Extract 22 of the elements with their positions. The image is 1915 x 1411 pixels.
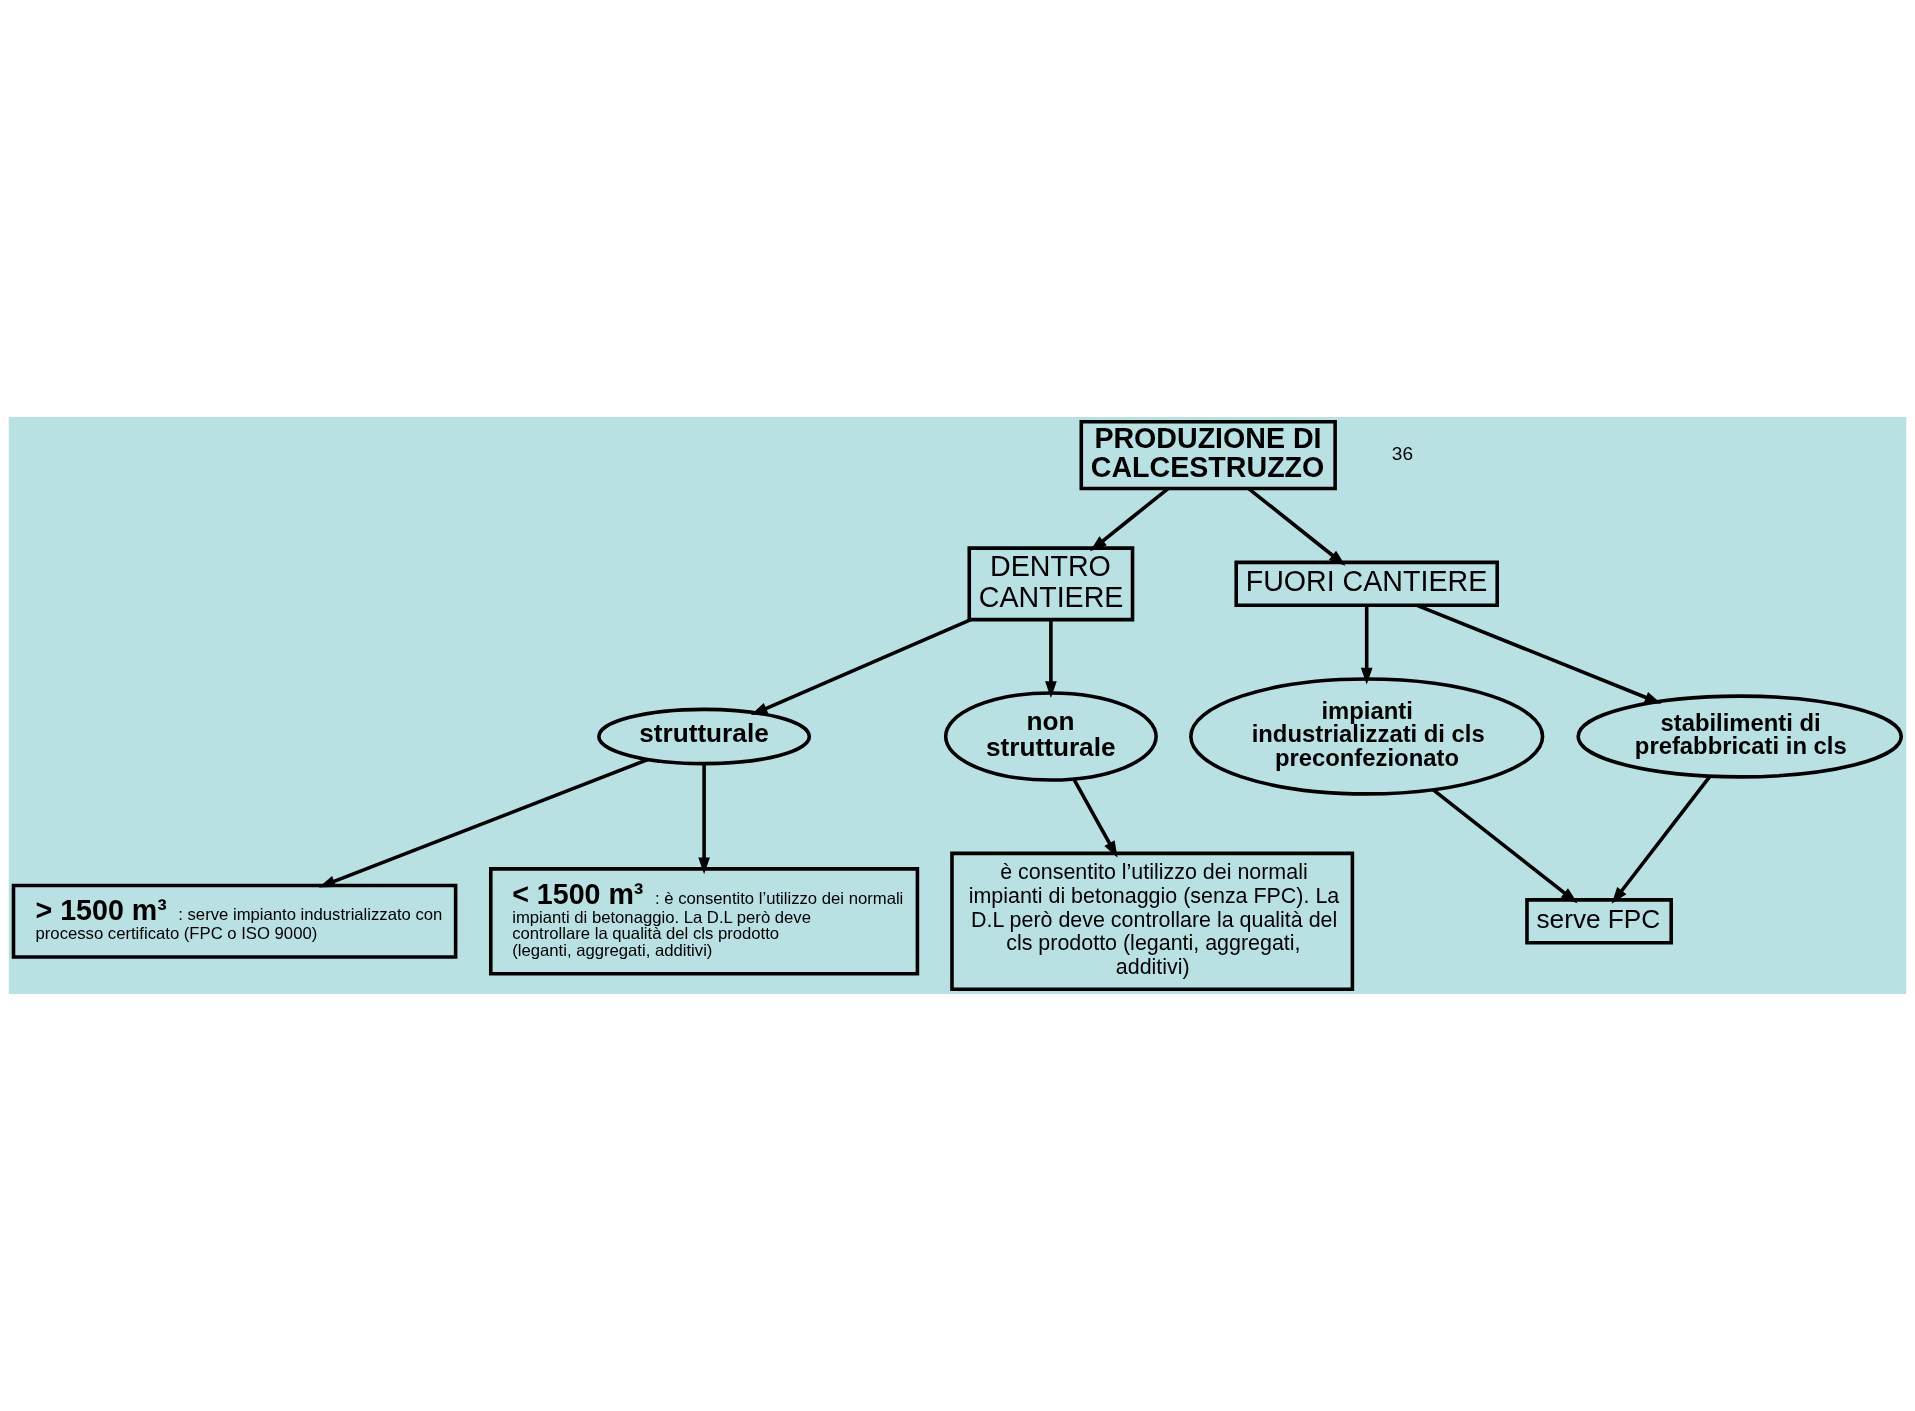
node-box: > 1500 m³ : serve impianto industrializzato con processo certificato (FPC o ISO 9000) (11, 883, 458, 959)
node-box: DENTRO CANTIERE (967, 546, 1135, 622)
arrow (698, 763, 710, 875)
arrow (1416, 603, 1662, 704)
node-box: FUORI CANTIERE (1234, 560, 1499, 608)
arrow (1090, 487, 1170, 552)
node-box: PRODUZIONE DI CALCESTRUZZO (1079, 419, 1337, 491)
node-ellipse: impianti industrializzati di cls preconfezionato (1189, 677, 1545, 796)
node-ellipse: strutturale (597, 707, 812, 766)
arrow (1431, 788, 1578, 904)
node-box: serve FPC (1525, 898, 1673, 945)
node-box: è consentito l’utilizzo dei normali impianti di betonaggio (senza FPC). La D.L però deve controllare la qualità del cls prodotto (leganti, aggregati, additivi) (950, 851, 1355, 991)
node-box: < 1500 m³ : è consentito l’utilizzo dei normali impianti di betonaggio. La D.L però deve controllare la qualità del cls prodotto (leganti, aggregati, additivi) (489, 867, 920, 976)
arrow (750, 618, 972, 716)
label: 36 (1391, 442, 1414, 464)
arrow (1045, 619, 1057, 698)
arrow (1611, 775, 1712, 904)
node-ellipse: non strutturale (943, 691, 1158, 782)
arrow (1360, 605, 1373, 685)
arrow (1247, 487, 1346, 566)
arrow (1072, 778, 1118, 858)
arrow (318, 757, 649, 888)
